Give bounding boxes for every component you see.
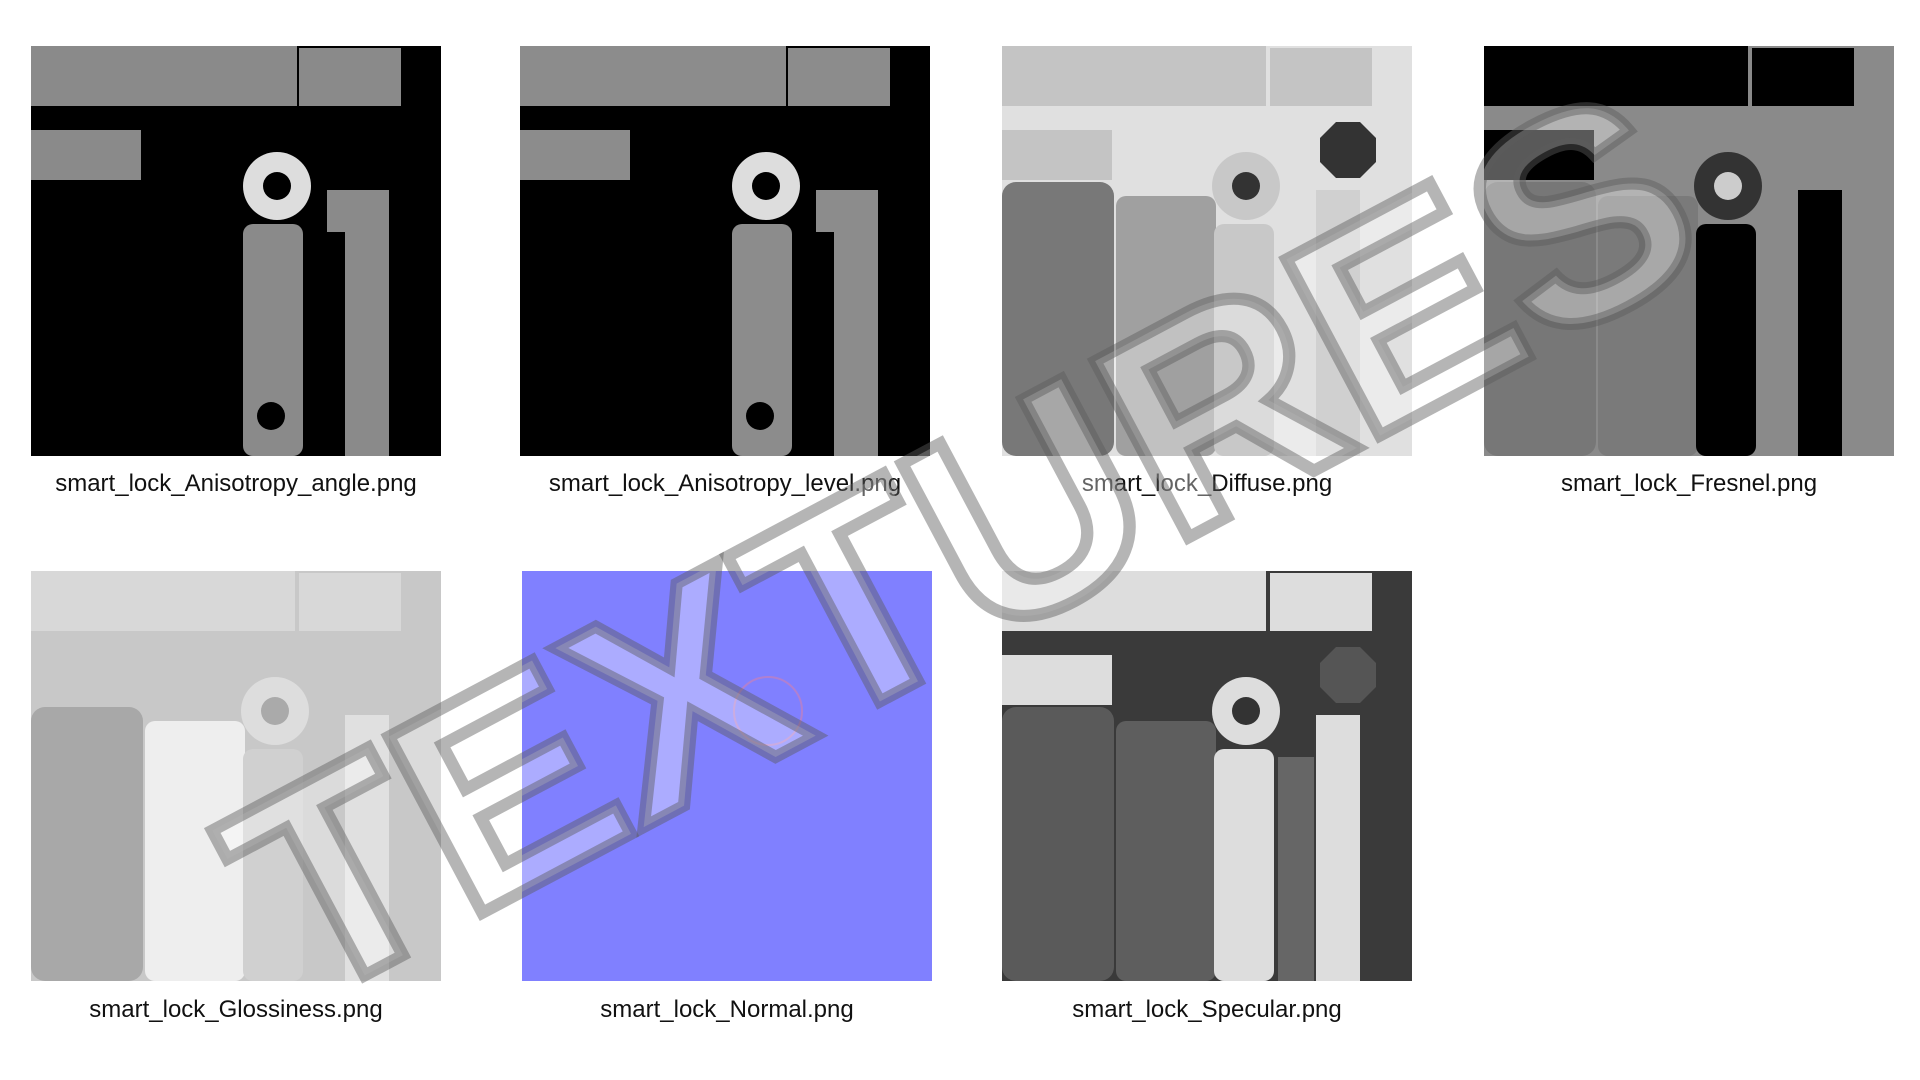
texture-preview bbox=[31, 571, 401, 981]
texture-thumb-diffuse[interactable] bbox=[1002, 46, 1412, 456]
texture-label: smart_lock_Anisotropy_angle.png bbox=[55, 470, 417, 497]
texture-preview bbox=[1484, 46, 1854, 456]
texture-label: smart_lock_Specular.png bbox=[1072, 996, 1342, 1023]
texture-label: smart_lock_Fresnel.png bbox=[1560, 470, 1818, 497]
texture-thumb-fresnel[interactable] bbox=[1484, 46, 1894, 456]
texture-label: smart_lock_Anisotropy_level.png bbox=[548, 470, 902, 497]
texture-preview bbox=[520, 46, 890, 456]
texture-label: smart_lock_Normal.png bbox=[600, 996, 854, 1023]
texture-thumb-glossiness[interactable] bbox=[31, 571, 441, 981]
texture-preview bbox=[1002, 46, 1376, 456]
texture-thumb-specular[interactable] bbox=[1002, 571, 1412, 981]
texture-label: smart_lock_Glossiness.png bbox=[89, 996, 383, 1023]
texture-preview bbox=[31, 46, 401, 456]
texture-thumb-anisotropy-angle[interactable] bbox=[31, 46, 441, 456]
texture-thumb-normal[interactable] bbox=[522, 571, 932, 981]
texture-preview bbox=[1002, 571, 1376, 981]
texture-thumb-anisotropy-level[interactable] bbox=[520, 46, 930, 456]
texture-preview bbox=[733, 676, 803, 746]
texture-label: smart_lock_Diffuse.png bbox=[1081, 470, 1333, 497]
